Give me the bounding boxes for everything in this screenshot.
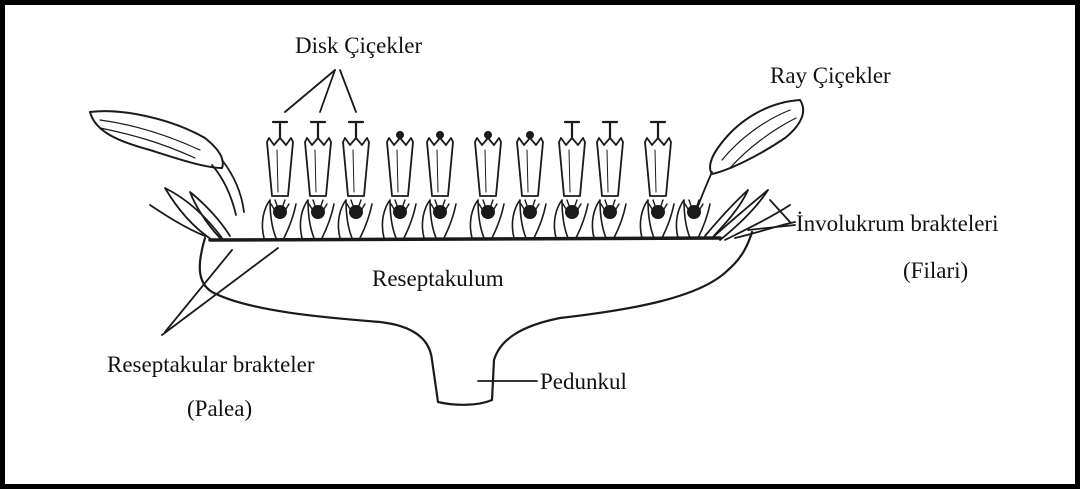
disk-flower [592, 122, 626, 238]
disk-flower [382, 131, 416, 238]
label-peduncle: Pedunkul [540, 369, 627, 394]
right-ray-flower [696, 100, 803, 212]
disk-flowers [262, 122, 710, 238]
label-receptacle: Reseptakulum [372, 266, 504, 291]
disk-flower [422, 131, 456, 238]
disk-flower [512, 131, 546, 238]
label-receptacular-bracts: Reseptakular brakteler [107, 352, 315, 377]
disk-flower [640, 122, 674, 238]
receptacle-outline [200, 232, 752, 405]
disk-flower [470, 131, 504, 238]
label-disk-flowers: Disk Çiçekler [295, 33, 422, 58]
disk-pointer-line-3 [340, 70, 356, 112]
disk-flower [300, 122, 334, 238]
sunflower-head-diagram: Disk Çiçekler Ray Çiçekler İnvolukrum br… [5, 5, 1075, 484]
label-involucral-bracts: İnvolukrum brakteleri [796, 211, 998, 236]
label-involucral-bracts-sub: (Filari) [903, 258, 968, 283]
label-ray-flowers: Ray Çiçekler [770, 63, 891, 88]
right-involucral-bracts [705, 190, 795, 240]
disk-flower [676, 200, 710, 238]
left-ray-flower [90, 111, 244, 215]
involucral-pointer-line-1 [770, 200, 790, 222]
receptacle-surface [210, 238, 720, 240]
disk-flower [554, 122, 588, 238]
disk-flower [338, 122, 372, 238]
label-receptacular-bracts-sub: (Palea) [187, 396, 252, 421]
pointer-lines [162, 70, 795, 381]
palea-pointer-line-1 [162, 248, 278, 335]
left-involucral-bracts [150, 188, 230, 240]
disk-flower [262, 122, 296, 238]
